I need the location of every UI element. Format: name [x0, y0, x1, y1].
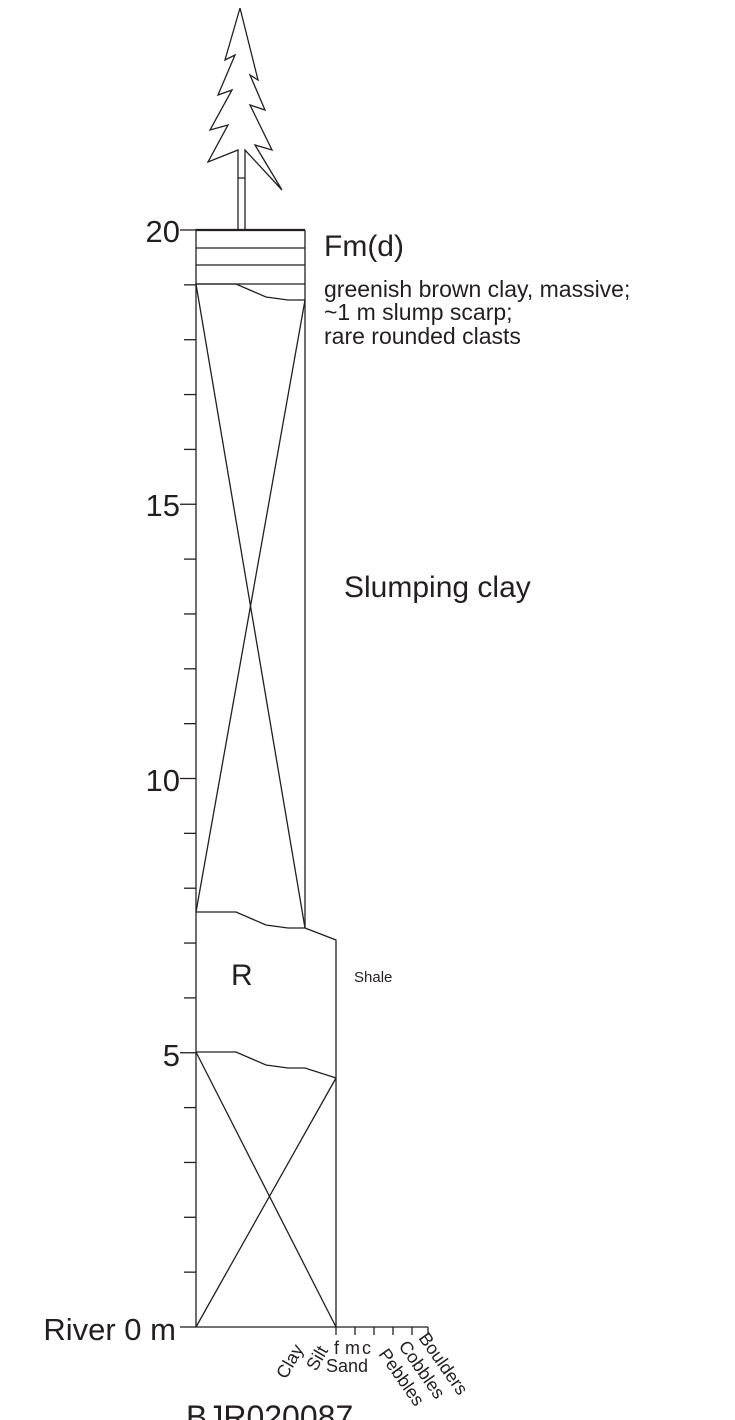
unit-base-covered: [195, 1051, 337, 1328]
unit-fm-d-code: Fm(d): [324, 230, 404, 263]
grain-label-sand: Sand: [326, 1356, 368, 1376]
unit-r-code: R: [231, 959, 253, 992]
unit-fm-d-description-line-3: rare rounded clasts: [324, 323, 521, 349]
grain-label-m: m: [345, 1338, 360, 1358]
unit-slumping-clay-name: Slumping clay: [344, 571, 531, 604]
grain-label-f: f: [334, 1338, 340, 1358]
unit-fm-d-description-line-1: greenish brown clay, massive;: [324, 276, 630, 302]
section-id: BJR020087: [186, 1399, 353, 1420]
unit-descriptions: Fm(d) greenish brown clay, massive; ~1 m…: [324, 230, 630, 604]
unit-fm-d: [196, 228, 306, 300]
unit-r-shale: R Shale: [231, 927, 392, 1078]
depth-label-5: 5: [163, 1038, 180, 1073]
grain-size-scale: Clay Silt f m c Sand Pebbles Cobbles Bou…: [272, 1326, 472, 1410]
unit-slumping-clay: [195, 283, 306, 929]
depth-label-base: River 0 m: [43, 1312, 176, 1347]
conifer-tree-icon: [206, 7, 283, 229]
depth-label-10: 10: [146, 763, 180, 798]
unit-r-lithology: Shale: [354, 969, 392, 986]
depth-label-20: 20: [146, 214, 180, 249]
grain-label-clay: Clay: [272, 1341, 307, 1382]
depth-label-15: 15: [146, 488, 180, 523]
grain-label-c: c: [362, 1338, 371, 1358]
depth-ticks: [180, 229, 196, 1328]
unit-fm-d-description-line-2: ~1 m slump scarp;: [324, 299, 513, 325]
depth-axis: 20 15 10 5 River 0 m: [43, 214, 197, 1347]
